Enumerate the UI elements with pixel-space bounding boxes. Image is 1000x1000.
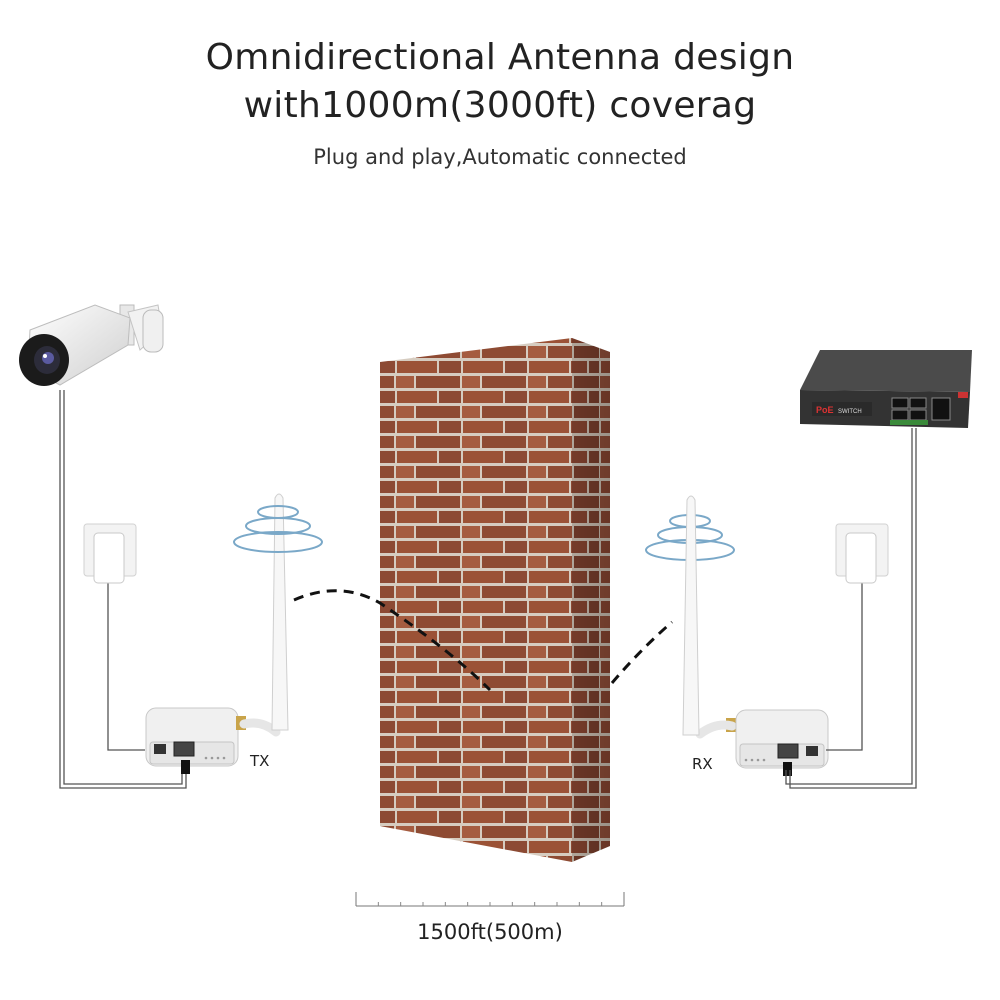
poe-switch-icon: PoE SWITCH: [800, 350, 972, 428]
page-subtitle: Plug and play,Automatic connected: [313, 145, 687, 169]
power-adapter-icon: [83, 523, 137, 584]
signal-path: [293, 589, 673, 692]
distance-scale-ticks: [377, 902, 603, 906]
page-title-line-1: Omnidirectional Antenna design: [205, 37, 795, 78]
bridge-device-icon: [735, 709, 829, 776]
distance-label: 1500ft(500m): [417, 920, 563, 944]
page-title-line-2: with1000m(3000ft) coverag: [243, 85, 757, 126]
wifi-wave-icon: [233, 505, 323, 553]
antenna-icon: [682, 495, 737, 739]
bridge-device-icon: [145, 707, 239, 774]
switch-brand-text: PoE: [816, 405, 834, 415]
power-adapter-icon: [835, 523, 889, 584]
cable-left: [59, 390, 187, 789]
cable-right: [785, 428, 917, 789]
switch-model-text: SWITCH: [838, 409, 862, 415]
tx-label: TX: [250, 752, 270, 770]
wall-icon: [380, 338, 610, 862]
antenna-icon: [236, 493, 289, 737]
rx-label: RX: [692, 755, 713, 773]
camera-icon: [19, 304, 164, 386]
